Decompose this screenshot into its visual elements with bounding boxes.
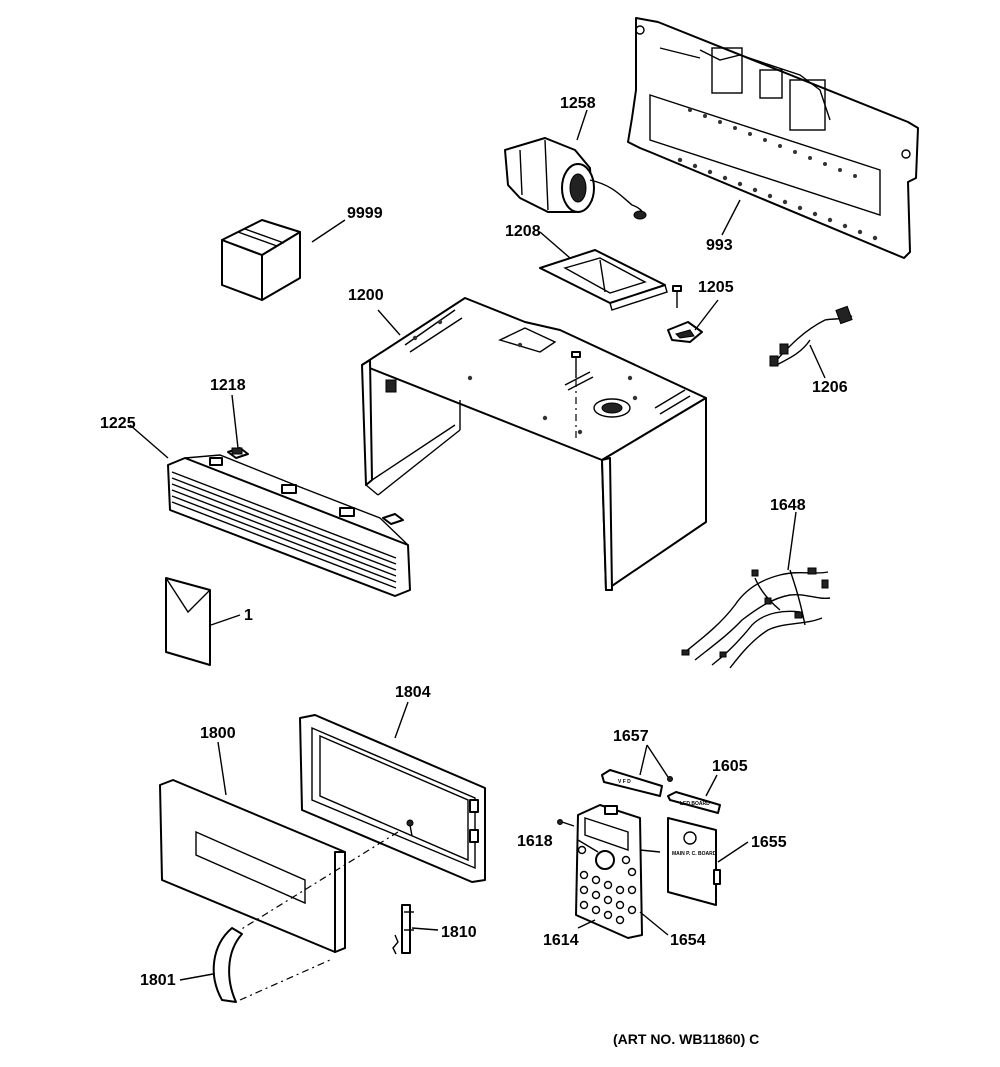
vfd-display-part: V F D xyxy=(601,769,673,797)
control-panel-part xyxy=(575,804,661,939)
label-1208: 1208 xyxy=(505,223,541,240)
cabinet-wrapper-part xyxy=(361,297,707,591)
part-labels: 1258 9999 993 1208 1200 1205 1206 1218 1… xyxy=(100,95,848,989)
label-1810: 1810 xyxy=(441,924,477,941)
vfd-board-text: V F D xyxy=(618,779,631,785)
blower-motor-part xyxy=(504,137,647,220)
manual-envelope-part xyxy=(165,577,211,666)
air-duct-part xyxy=(539,249,668,311)
label-1618: 1618 xyxy=(517,833,553,850)
screw-part xyxy=(672,285,682,308)
screw-part xyxy=(406,819,414,837)
label-1654: 1654 xyxy=(670,932,706,949)
label-1206: 1206 xyxy=(812,379,848,396)
door-panel-part xyxy=(159,779,346,953)
grille-clip-part xyxy=(382,513,404,525)
label-9999: 9999 xyxy=(347,205,383,222)
label-1648: 1648 xyxy=(770,497,806,514)
art-number: (ART NO. WB11860) C xyxy=(613,1031,759,1047)
main-pc-board-part: MAIN P. C. BOARD xyxy=(667,817,721,906)
wire-harness-part xyxy=(681,567,831,669)
label-1605: 1605 xyxy=(712,758,748,775)
label-1: 1 xyxy=(244,607,253,624)
label-1200: 1200 xyxy=(348,287,384,304)
door-latch-part xyxy=(392,904,414,955)
label-1614: 1614 xyxy=(543,932,579,949)
label-1218: 1218 xyxy=(210,377,246,394)
grille-clip-part xyxy=(227,447,249,459)
led-board-text: LED BOARD xyxy=(680,801,710,807)
label-1804: 1804 xyxy=(395,684,431,701)
label-993: 993 xyxy=(706,237,733,254)
led-board-part: LED BOARD xyxy=(667,791,721,814)
screw-part xyxy=(571,351,581,440)
mounting-plate-part xyxy=(627,17,919,259)
door-frame-part xyxy=(299,714,486,883)
door-choke-part xyxy=(212,927,243,1003)
carton-box-part xyxy=(221,219,301,301)
label-1801: 1801 xyxy=(140,972,176,989)
screw-part xyxy=(557,819,575,827)
label-1258: 1258 xyxy=(560,95,596,112)
damper-bracket-part xyxy=(667,321,703,343)
label-1205: 1205 xyxy=(698,279,734,296)
main-board-text: MAIN P. C. BOARD xyxy=(672,851,717,857)
power-cord-part xyxy=(769,305,853,367)
label-1655: 1655 xyxy=(751,834,787,851)
vent-grille-part xyxy=(167,454,411,597)
label-1225: 1225 xyxy=(100,415,136,432)
label-1800: 1800 xyxy=(200,725,236,742)
leader-lines xyxy=(129,109,826,981)
label-1657: 1657 xyxy=(613,728,649,745)
